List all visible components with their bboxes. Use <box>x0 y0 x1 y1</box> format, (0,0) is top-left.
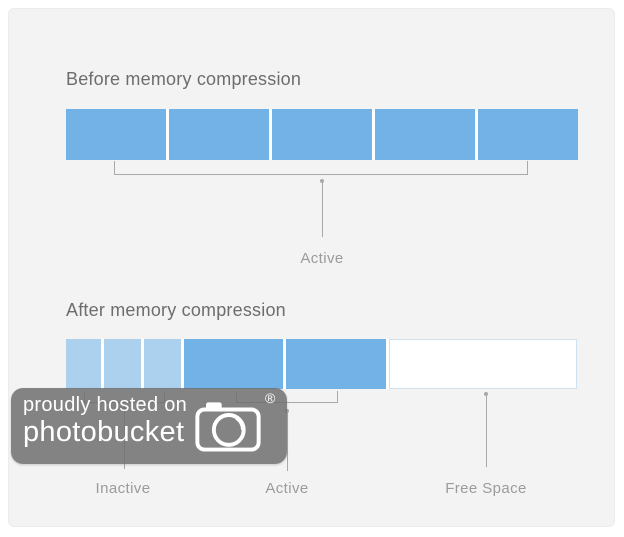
after-inactive-label: Inactive <box>95 480 151 497</box>
memory-segment-active <box>375 109 475 160</box>
after-free-space-label: Free Space <box>445 480 527 497</box>
after-free-pointer-line <box>486 395 487 467</box>
after-active-pointer-dot <box>285 409 289 413</box>
memory-segment-free <box>389 339 577 389</box>
memory-segment-active <box>272 109 372 160</box>
memory-segment-active <box>184 339 283 389</box>
memory-segment-inactive <box>144 339 181 389</box>
diagram-panel: Before memory compression Active After m… <box>8 8 615 527</box>
after-memory-bar <box>66 339 577 389</box>
before-pointer-line <box>322 182 323 237</box>
watermark-line2: photobucket <box>23 416 185 448</box>
before-memory-bar <box>66 109 578 160</box>
after-active-label: Active <box>265 480 309 497</box>
watermark-line1: proudly hosted on <box>23 394 188 416</box>
before-pointer-dot <box>320 179 324 183</box>
memory-segment-inactive <box>66 339 101 389</box>
before-title: Before memory compression <box>66 69 302 89</box>
registered-trademark-symbol: ® <box>265 390 276 406</box>
memory-segment-active <box>286 339 386 389</box>
memory-segment-inactive <box>104 339 141 389</box>
before-active-label: Active <box>300 250 344 267</box>
after-free-pointer-dot <box>484 392 488 396</box>
after-active-pointer-line <box>287 412 288 471</box>
memory-segment-active <box>478 109 578 160</box>
memory-segment-active <box>66 109 166 160</box>
photobucket-watermark: proudly hosted on photobucket ® <box>11 388 287 464</box>
photobucket-watermark-text: proudly hosted on photobucket <box>23 395 187 447</box>
before-active-bracket <box>114 161 528 175</box>
memory-segment-active <box>169 109 269 160</box>
after-title: After memory compression <box>66 300 286 320</box>
photobucket-camera-icon <box>195 400 261 457</box>
